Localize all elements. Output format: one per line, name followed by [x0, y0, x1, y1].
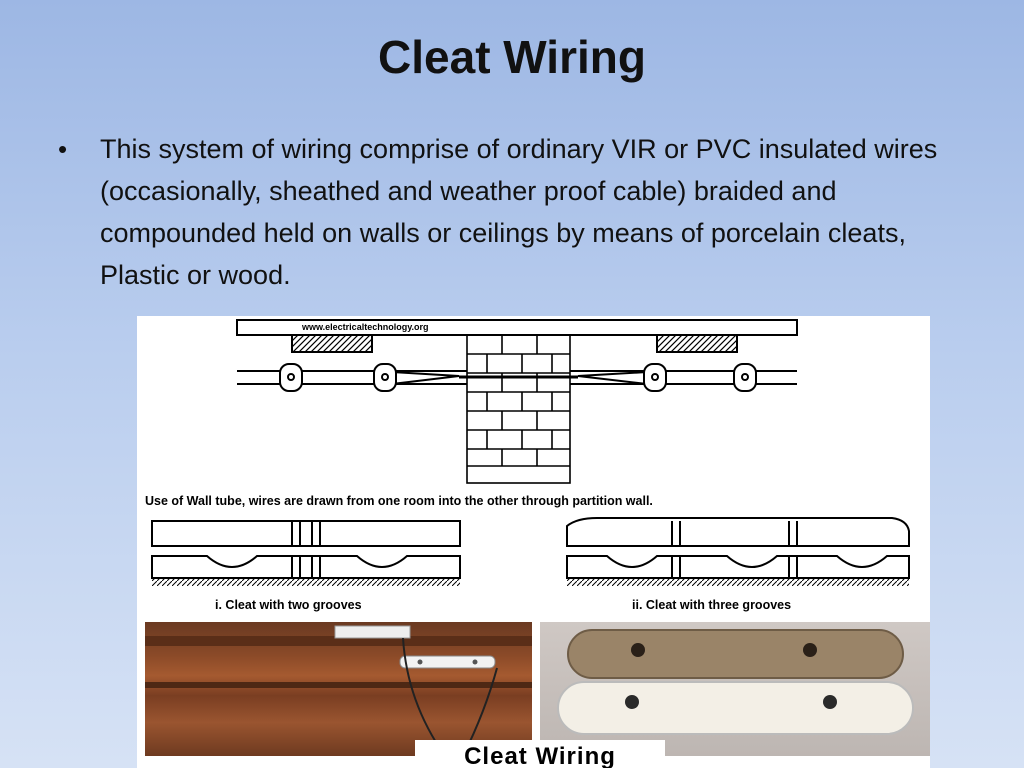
photo-caption-bar: Cleat Wiring: [415, 740, 665, 768]
slide-title: Cleat Wiring: [378, 31, 646, 83]
bullet-item: • This system of wiring comprise of ordi…: [58, 128, 958, 296]
cleat-pieces-illustration: [557, 629, 914, 735]
left-support: [291, 334, 373, 353]
cleat-wiring-figure: www.electricaltechnology.org: [137, 316, 930, 768]
cleat-photo: [540, 622, 930, 756]
photo-caption: Cleat Wiring: [464, 743, 616, 768]
watermark-text: www.electricaltechnology.org: [301, 322, 429, 332]
two-groove-caption: i. Cleat with two grooves: [215, 598, 362, 612]
right-support: [656, 334, 738, 353]
brick-wall: [466, 334, 571, 484]
bullet-dot: •: [58, 134, 68, 164]
two-groove-cleat: [151, 520, 461, 586]
wires: [237, 370, 797, 385]
wall-tube-caption: Use of Wall tube, wires are drawn from o…: [145, 494, 653, 508]
wood-wall-photo: [145, 622, 532, 756]
installed-cleat-illustration: [145, 625, 532, 756]
ceiling-beam: www.electricaltechnology.org: [236, 319, 798, 336]
three-groove-caption: ii. Cleat with three grooves: [632, 598, 791, 612]
three-groove-cleat: [566, 517, 910, 586]
wiring-diagram: www.electricaltechnology.org: [145, 319, 910, 612]
photo-strip: Cleat Wiring: [145, 622, 930, 768]
bullet-text: This system of wiring comprise of ordina…: [100, 134, 938, 290]
wire-cleats: [279, 363, 757, 392]
